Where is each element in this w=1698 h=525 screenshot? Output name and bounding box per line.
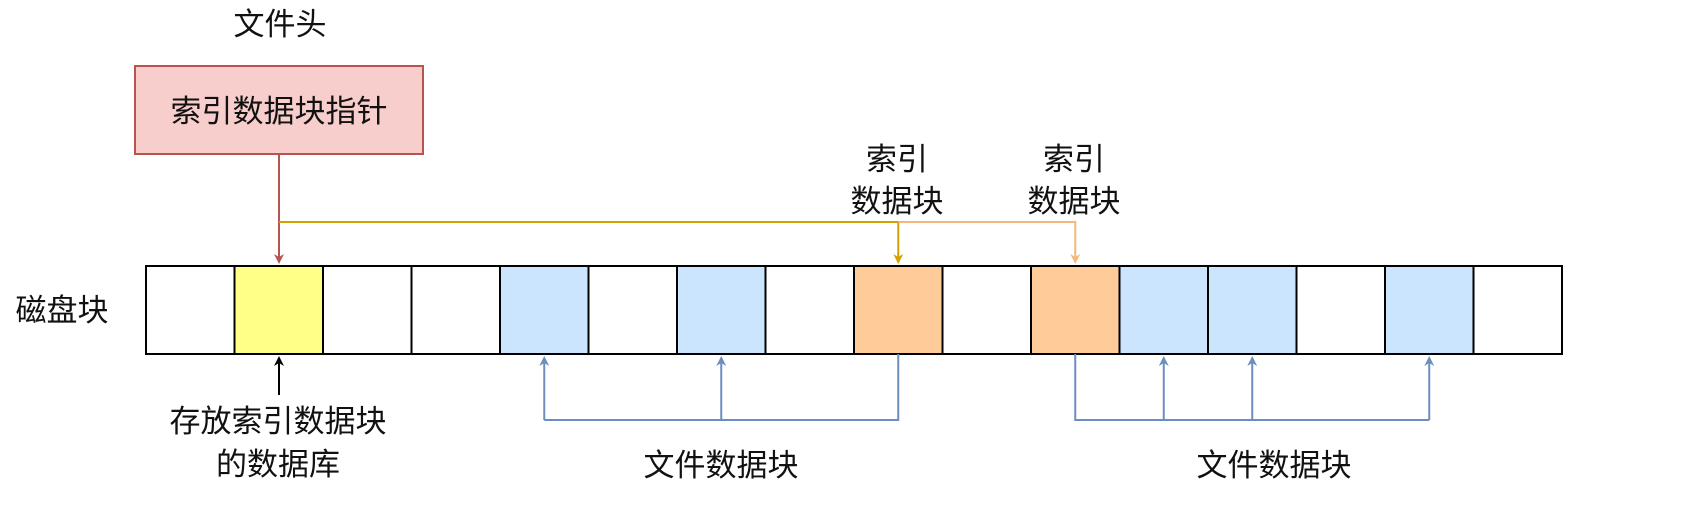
- data-link-1: [544, 354, 900, 421]
- file-data-label-1: 文件数据块: [644, 448, 799, 484]
- disk-block-index-db: [233, 265, 324, 355]
- index-db-label-line2: 的数据库: [216, 447, 340, 483]
- disk-block-empty: [764, 265, 855, 355]
- index-arrow-1: [279, 221, 904, 264]
- disk-blocks: [145, 265, 1563, 355]
- disk-block-data: [1207, 265, 1298, 355]
- disk-block-empty: [322, 265, 413, 355]
- disk-block-empty: [1472, 265, 1563, 355]
- disk-block-data: [1118, 265, 1209, 355]
- disk-block-data: [1384, 265, 1475, 355]
- disk-block-empty: [410, 265, 501, 355]
- disk-label: 磁盘块: [16, 293, 109, 329]
- index-arrow-2: [898, 221, 1081, 264]
- disk-block-index: [1030, 265, 1121, 355]
- disk-block-empty: [145, 265, 236, 355]
- file-header-label: 文件头: [234, 7, 327, 43]
- index-block-2-label-line1: 索引: [1043, 142, 1105, 178]
- arrows: [274, 155, 1435, 421]
- pointer-box: [134, 65, 424, 155]
- index-block-1-label-line1: 索引: [866, 142, 928, 178]
- disk-block-index: [853, 265, 944, 355]
- pointer-box-label: 索引数据块指针: [171, 94, 388, 130]
- disk-block-data: [499, 265, 590, 355]
- disk-block-empty: [587, 265, 678, 355]
- disk-block-empty: [941, 265, 1032, 355]
- index-block-1-label-line2: 数据块: [851, 184, 944, 220]
- file-data-label-2: 文件数据块: [1197, 448, 1352, 484]
- disk-block-data: [676, 265, 767, 355]
- index-db-label-line1: 存放索引数据块: [170, 404, 387, 440]
- index-block-2-label-line2: 数据块: [1028, 184, 1121, 220]
- data-link-2: [1074, 354, 1430, 421]
- disk-block-empty: [1295, 265, 1386, 355]
